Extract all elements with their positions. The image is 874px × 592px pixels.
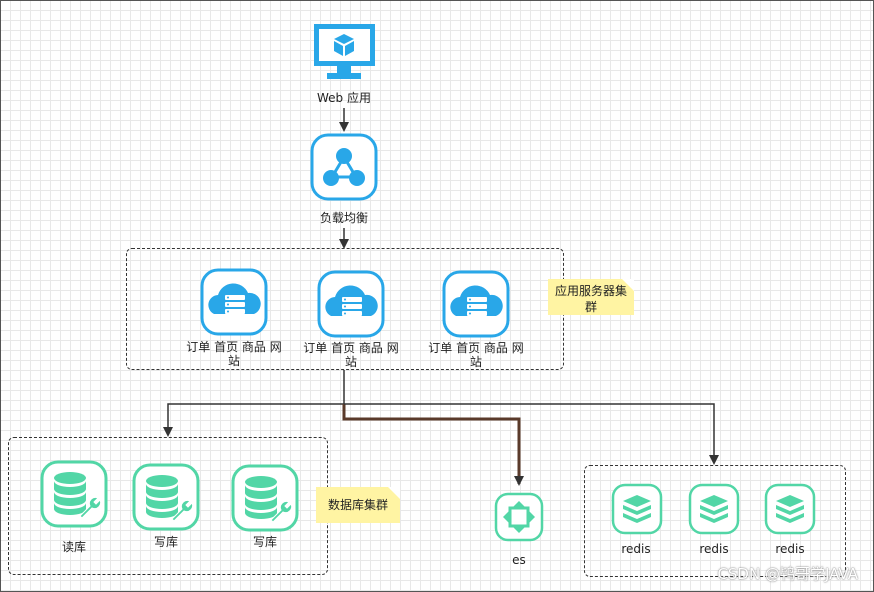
database-wrench-icon: [132, 463, 200, 531]
load-balancer-label: 负载均衡: [319, 211, 368, 225]
redis-stack-icon: [764, 483, 816, 535]
load-balancer-node[interactable]: [310, 133, 378, 201]
arrow-apps-to-db: [163, 370, 345, 437]
app-server-label-3: 订单 首页 商品 网站: [428, 341, 524, 369]
app-server-node-2[interactable]: [317, 270, 385, 338]
app-server-label-2: 订单 首页 商品 网站: [303, 341, 399, 369]
database-wrench-icon: [40, 460, 108, 528]
db-write-node-2[interactable]: [231, 464, 299, 532]
database-wrench-icon: [231, 464, 299, 532]
cloud-server-icon: [442, 270, 510, 338]
redis-node-3[interactable]: [764, 483, 816, 535]
app-server-node-1[interactable]: [200, 268, 268, 336]
db-cluster-note: 数据库集群: [316, 487, 400, 523]
cloud-server-icon: [200, 268, 268, 336]
load-balancer-icon: [310, 133, 378, 201]
db-read-label: 读库: [61, 540, 86, 554]
arrow-apps-to-es: [342, 404, 524, 486]
search-engine-icon: [494, 492, 544, 542]
redis-stack-icon: [611, 483, 663, 535]
es-label: es: [512, 553, 526, 567]
db-write-label-2: 写库: [252, 535, 277, 549]
app-server-node-3[interactable]: [442, 270, 510, 338]
arrow-apps-to-redis: [344, 403, 719, 465]
redis-label-3: redis: [775, 542, 805, 556]
monitor-icon: [314, 24, 375, 79]
redis-group: [584, 465, 846, 577]
es-node[interactable]: [494, 492, 544, 542]
redis-label-1: redis: [621, 542, 651, 556]
app-cluster-note: 应用服务器集群: [548, 279, 634, 315]
db-write-node-1[interactable]: [132, 463, 200, 531]
cloud-server-icon: [317, 270, 385, 338]
web-app-node[interactable]: [313, 23, 377, 81]
db-read-node[interactable]: [40, 460, 108, 528]
redis-node-1[interactable]: [611, 483, 663, 535]
redis-node-2[interactable]: [688, 483, 740, 535]
redis-label-2: redis: [699, 542, 729, 556]
app-server-label-1: 订单 首页 商品 网站: [186, 340, 282, 368]
watermark: CSDN @鸨哥学JAVA: [717, 565, 858, 583]
db-write-label-1: 写库: [153, 535, 178, 549]
web-app-label: Web 应用: [317, 91, 371, 105]
redis-stack-icon: [688, 483, 740, 535]
